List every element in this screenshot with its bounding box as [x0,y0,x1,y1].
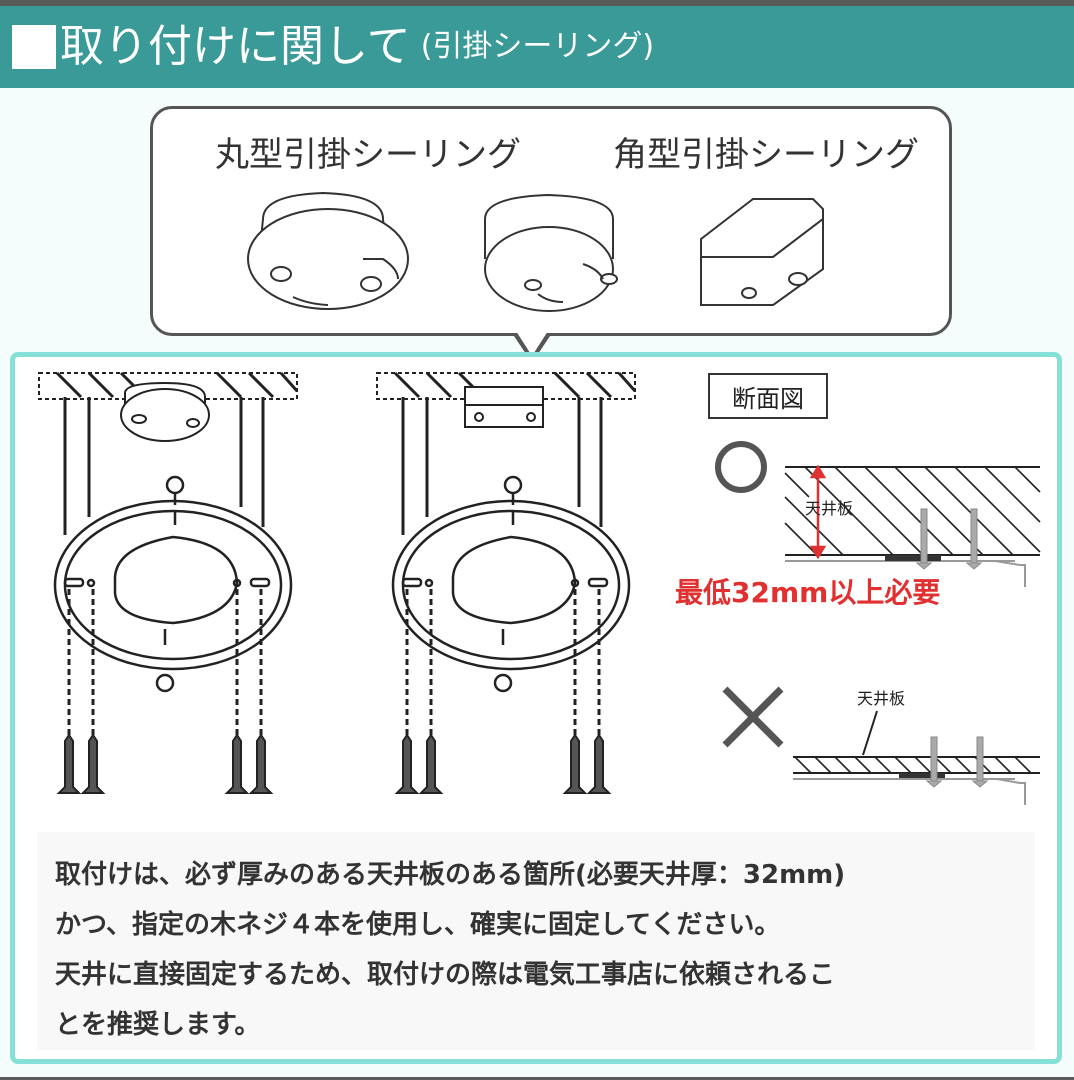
wood-screw-icon [394,733,612,794]
cross-section-diagrams [715,441,1041,805]
round-ceiling-rose-icon [484,193,618,312]
ceiling-rose-types-callout: 丸型引掛シーリング 角型引掛シーリング [150,106,952,336]
installation-note: 取付けは、必ず厚みのある天井板のある箇所(必要天井厚：32mm) かつ、指定の木… [37,832,1035,1050]
section-header: 取り付けに関して (引掛シーリング) [0,6,1074,88]
installation-panel: 断面図 [10,352,1062,1064]
mounting-bracket-icon [53,475,293,693]
thickness-requirement: 最低32mm以上必要 [675,576,941,609]
note-line: 取付けは、必ず厚みのある天井板のある箇所(必要天井厚：32mm) [55,860,846,890]
ng-cross-icon [722,686,784,748]
ceiling-board-label-ok: 天井板 [805,499,854,518]
round-type-mounting-diagram [38,371,299,794]
square-type-mounting-diagram [376,371,637,794]
note-line: かつ、指定の木ネジ４本を使用し、確実に固定してください。 [55,910,781,940]
wood-screw-icon [925,736,989,788]
note-line: とを推奨します。 [55,1010,261,1040]
ceiling-rose-illustrations [247,191,824,312]
page-title: 取り付けに関して [60,21,411,72]
square-ceiling-rose-icon [464,386,544,428]
square-type-label: 角型引掛シーリング [613,135,919,175]
bottom-edge [0,1077,1074,1080]
round-ceiling-rose-icon [247,191,409,310]
wood-screw-icon [915,508,983,570]
cross-section-title: 断面図 [708,373,828,419]
square-ceiling-rose-icon [700,198,824,306]
round-ceiling-rose-icon [120,381,210,442]
ok-circle-icon [715,441,767,493]
note-line: 天井に直接固定するため、取付けの際は電気工事店に依頼されるこ [55,960,836,990]
wood-screw-icon [56,733,274,794]
round-type-label: 丸型引掛シーリング [215,135,521,175]
mounting-bracket-icon [391,475,631,693]
square-bullet-icon [12,25,56,69]
page-subtitle: (引掛シーリング) [420,29,655,64]
top-edge [0,0,1074,6]
ceiling-board-label-ng: 天井板 [857,689,906,708]
